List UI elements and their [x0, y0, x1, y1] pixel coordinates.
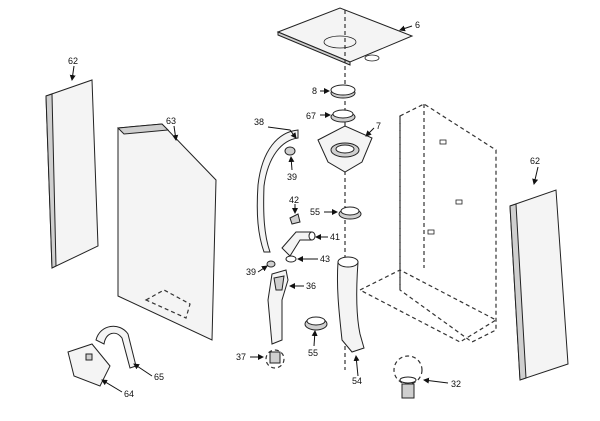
side-panel-62-right — [509, 189, 569, 381]
hose-38 — [256, 129, 299, 253]
callout-8: 8 — [312, 86, 317, 96]
top-cover-panel — [276, 7, 414, 370]
callout-67: 67 — [306, 111, 316, 121]
clamp-55-upper — [338, 206, 362, 220]
bracket-65 — [95, 325, 137, 369]
callout-32: 32 — [451, 379, 461, 389]
callout-38: 38 — [254, 117, 264, 127]
clip-42 — [289, 213, 301, 225]
clamp-55-lower — [304, 316, 328, 331]
side-panel-62-left — [45, 79, 99, 269]
callout-64: 64 — [124, 389, 134, 399]
callout-39-lower: 39 — [246, 267, 256, 277]
callout-55-upper: 55 — [310, 207, 320, 217]
cover-64 — [67, 343, 111, 387]
callout-62-right: 62 — [530, 156, 540, 166]
callout-43: 43 — [320, 254, 330, 264]
callout-41: 41 — [330, 232, 340, 242]
callout-39-upper: 39 — [287, 172, 297, 182]
callout-62-left: 62 — [68, 56, 78, 66]
callout-labels: 6 8 67 7 38 39 42 55 41 43 39 36 55 37 5… — [68, 20, 540, 399]
callout-54: 54 — [352, 376, 362, 386]
washer-39-lower — [266, 260, 276, 268]
manifold-36 — [267, 269, 289, 345]
leader-lines — [69, 25, 539, 393]
callout-6: 6 — [415, 20, 420, 30]
boiler-frame — [358, 103, 498, 343]
front-panel-63 — [116, 123, 217, 341]
callout-7: 7 — [376, 121, 381, 131]
callout-63: 63 — [166, 116, 176, 126]
callout-55-lower: 55 — [308, 348, 318, 358]
callout-65: 65 — [154, 372, 164, 382]
pipe-41 — [281, 231, 316, 257]
drain-fitting-37 — [265, 349, 285, 369]
callout-42: 42 — [289, 195, 299, 205]
callout-36: 36 — [306, 281, 316, 291]
flue-hood-7 — [317, 125, 373, 173]
flue-ring-8 — [330, 84, 356, 99]
condensate-trap-32 — [393, 355, 423, 399]
gasket-67 — [330, 109, 356, 123]
washer-39-upper — [284, 146, 296, 156]
flue-duct-54 — [336, 256, 365, 353]
o-ring-43 — [285, 255, 297, 263]
callout-37: 37 — [236, 352, 246, 362]
